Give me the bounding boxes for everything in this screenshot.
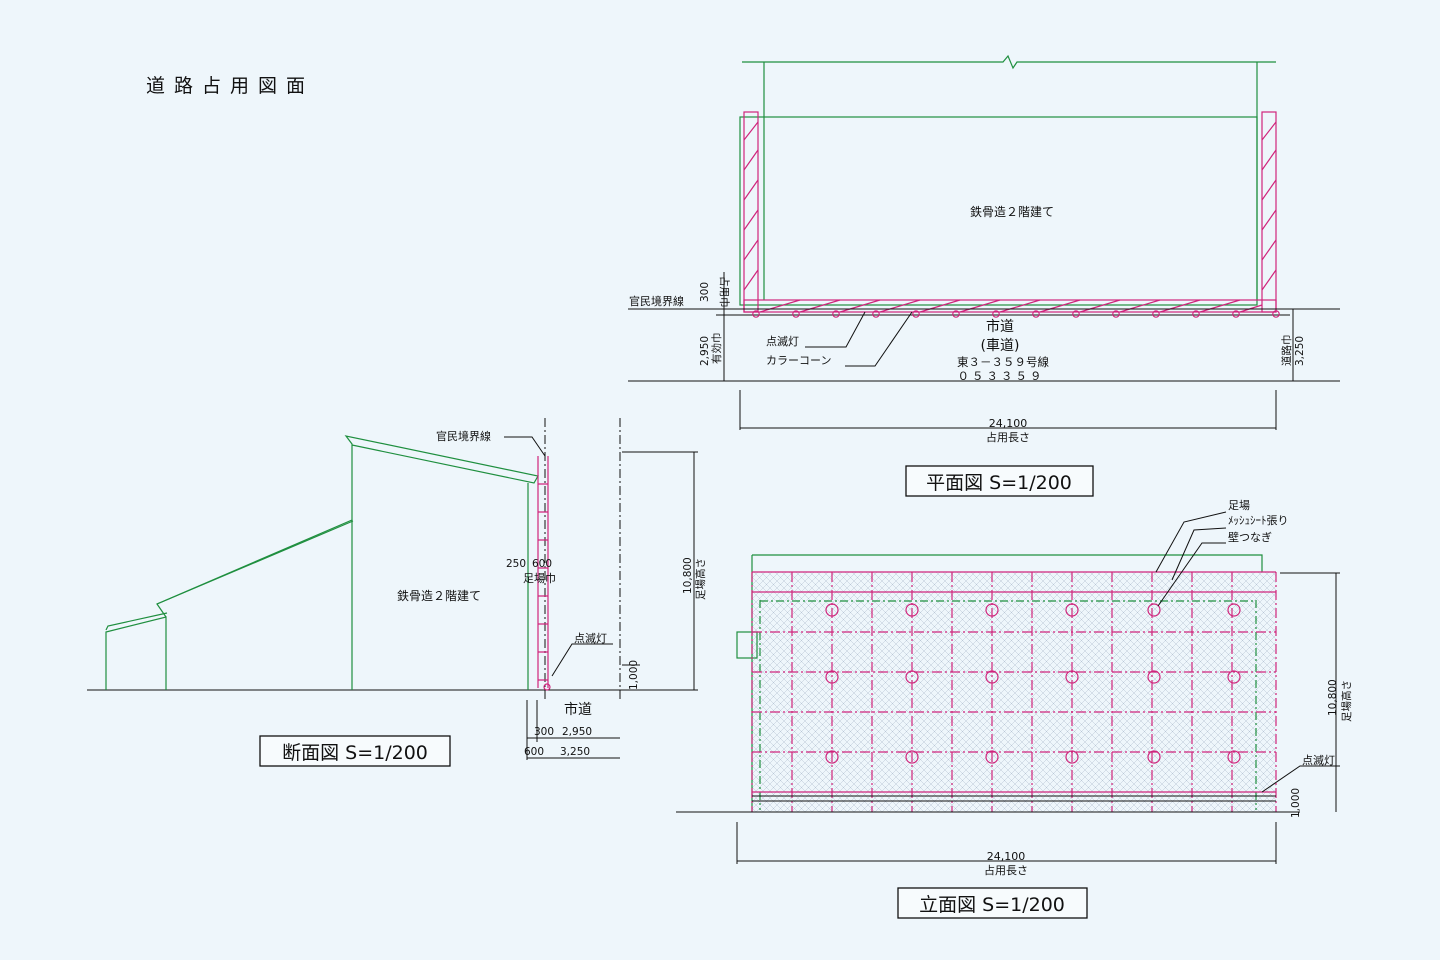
plan-flasher-lamps [752, 310, 1280, 318]
section-building-outline [105, 435, 539, 690]
plan-road-width-value: 3,250 [1294, 336, 1306, 366]
plan-scaffold [743, 111, 1277, 313]
plan-dim-300: 300 [699, 282, 711, 302]
elevation-mesh-sheet [752, 572, 1276, 812]
section-road-name: 市道 [564, 701, 592, 718]
plan-view: 鉄骨造２階建て 官民境界線 占用巾 300 2, [628, 54, 1340, 497]
section-flasher-label: 点滅灯 [574, 632, 607, 645]
elevation-length-value: 24,100 [987, 850, 1026, 863]
elevation-view: 足場 ﾒｯｼｭｼｰﾄ張り 壁つなぎ 10,800 足場高さ 点滅灯 1,000 … [676, 499, 1353, 919]
elevation-scaffold-grid [751, 571, 1277, 812]
section-height-value: 10,800 [682, 557, 694, 594]
plan-length-value: 24,100 [989, 417, 1028, 430]
section-building-label: 鉄骨造２階建て [397, 588, 481, 603]
plan-road-width-label: 道路巾 [1280, 335, 1293, 367]
plan-effective-width-label: 有効巾 [710, 333, 723, 365]
section-dim-300: 300 [534, 726, 554, 738]
plan-route-name: 東３－３５９号線 [957, 355, 1049, 369]
section-scaffold-width-label: 足場巾 [523, 571, 556, 585]
plan-building-outline [739, 116, 1258, 306]
elevation-length-label: 占用長さ [984, 863, 1028, 877]
sheet-title: 道路占用図面 [146, 75, 314, 97]
plan-cone-label: カラーコーン [766, 354, 831, 367]
plan-road-name: 市道 [986, 318, 1014, 335]
section-dim-1000: 1,000 [628, 660, 640, 690]
plan-boundary-label: 官民境界線 [629, 294, 684, 308]
section-dim-600b: 600 [524, 746, 544, 758]
section-scaffold [537, 456, 551, 691]
plan-caption: 平面図 S=1/200 [926, 472, 1072, 494]
section-dim-600: 600 [532, 558, 552, 570]
section-dim-2950: 2,950 [562, 726, 592, 738]
elevation-caption: 立面図 S=1/200 [919, 894, 1065, 916]
plan-road-type: (車道) [981, 337, 1020, 354]
section-view: 鉄骨造２階建て 官民境界線 250 600 足場巾 点滅灯 10,800 足場高… [87, 418, 707, 767]
elevation-mesh-label: ﾒｯｼｭｼｰﾄ張り [1228, 514, 1289, 527]
plan-occupy-width-label: 占用巾 [718, 276, 731, 308]
plan-flasher-label: 点滅灯 [766, 335, 799, 348]
section-caption: 断面図 S=1/200 [282, 742, 428, 764]
elevation-wall-ties [825, 603, 1241, 764]
section-dim-3250: 3,250 [560, 746, 590, 758]
elevation-tie-label: 壁つなぎ [1228, 530, 1272, 544]
elevation-scaffold-label: 足場 [1228, 499, 1250, 512]
plan-dim-2950: 2,950 [699, 336, 711, 366]
section-height-label: 足場高さ [694, 558, 707, 600]
section-dim-250: 250 [506, 558, 526, 570]
elevation-flasher-label: 点滅灯 [1302, 754, 1335, 767]
plan-route-code: ０５３３５９ [958, 369, 1045, 383]
section-boundary-label: 官民境界線 [436, 429, 491, 443]
elevation-dim-1000: 1,000 [1290, 788, 1302, 818]
plan-building-label: 鉄骨造２階建て [970, 204, 1054, 219]
plan-length-label: 占用長さ [986, 430, 1030, 444]
elevation-height-label: 足場高さ [1340, 680, 1353, 722]
elevation-height-value: 10,800 [1327, 679, 1339, 716]
